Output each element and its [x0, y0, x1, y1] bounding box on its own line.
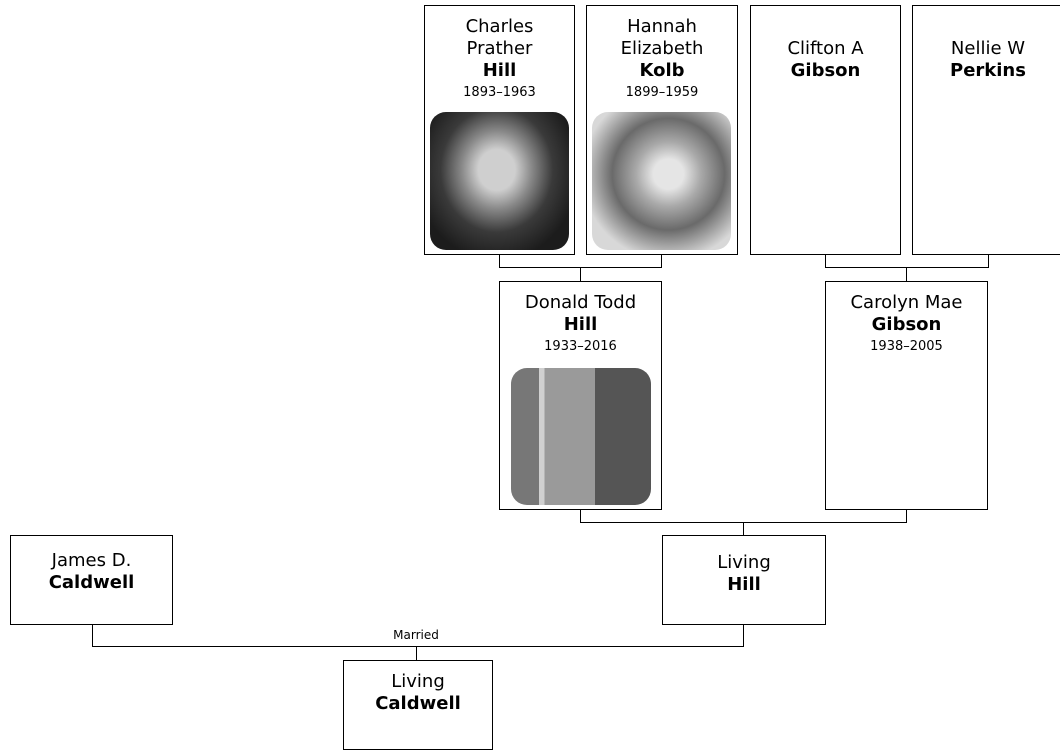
- surname: Caldwell: [375, 693, 461, 714]
- given-name: Donald Todd: [524, 292, 637, 313]
- person-card-carolyn-gibson[interactable]: Carolyn Mae Gibson 1938–2005: [825, 281, 988, 510]
- person-card-nellie-perkins[interactable]: Nellie W Perkins: [912, 5, 1060, 255]
- surname: Hill: [727, 574, 761, 595]
- person-card-donald-hill[interactable]: Donald Todd Hill 1933–2016: [499, 281, 662, 510]
- portrait-photo-icon: [511, 368, 651, 505]
- person-card-james-caldwell[interactable]: James D. Caldwell: [10, 535, 173, 625]
- person-card-living-hill[interactable]: Living Hill: [662, 535, 826, 625]
- surname: Hill: [563, 314, 598, 335]
- person-card-clifton-gibson[interactable]: Clifton A Gibson: [750, 5, 901, 255]
- surname: Perkins: [950, 60, 1026, 81]
- surname: Hill: [482, 60, 517, 81]
- surname: Gibson: [790, 60, 861, 81]
- surname: Caldwell: [48, 572, 135, 593]
- person-card-living-caldwell[interactable]: Living Caldwell: [343, 660, 493, 750]
- surname: Gibson: [871, 314, 942, 335]
- given-name: Clifton A: [787, 38, 864, 59]
- person-card-charles-hill[interactable]: Charles Prather Hill 1893–1963: [424, 5, 575, 255]
- life-dates: 1899–1959: [625, 85, 699, 100]
- given-name: Living: [391, 671, 445, 692]
- life-dates: 1938–2005: [870, 339, 943, 354]
- person-card-hannah-kolb[interactable]: Hannah Elizabeth Kolb 1899–1959: [586, 5, 738, 255]
- life-dates: 1933–2016: [544, 339, 617, 354]
- life-dates: 1893–1963: [463, 85, 536, 100]
- married-label: Married: [380, 627, 452, 643]
- given-name: James D.: [51, 550, 132, 571]
- given-name: Nellie W: [950, 38, 1026, 59]
- portrait-photo-icon: [430, 112, 569, 250]
- given-name: Carolyn Mae: [850, 292, 963, 313]
- given-name: Charles Prather: [465, 16, 534, 59]
- portrait-photo-icon: [592, 112, 731, 250]
- given-name: Hannah Elizabeth: [620, 16, 704, 59]
- surname: Kolb: [639, 60, 685, 81]
- given-name: Living: [717, 552, 771, 573]
